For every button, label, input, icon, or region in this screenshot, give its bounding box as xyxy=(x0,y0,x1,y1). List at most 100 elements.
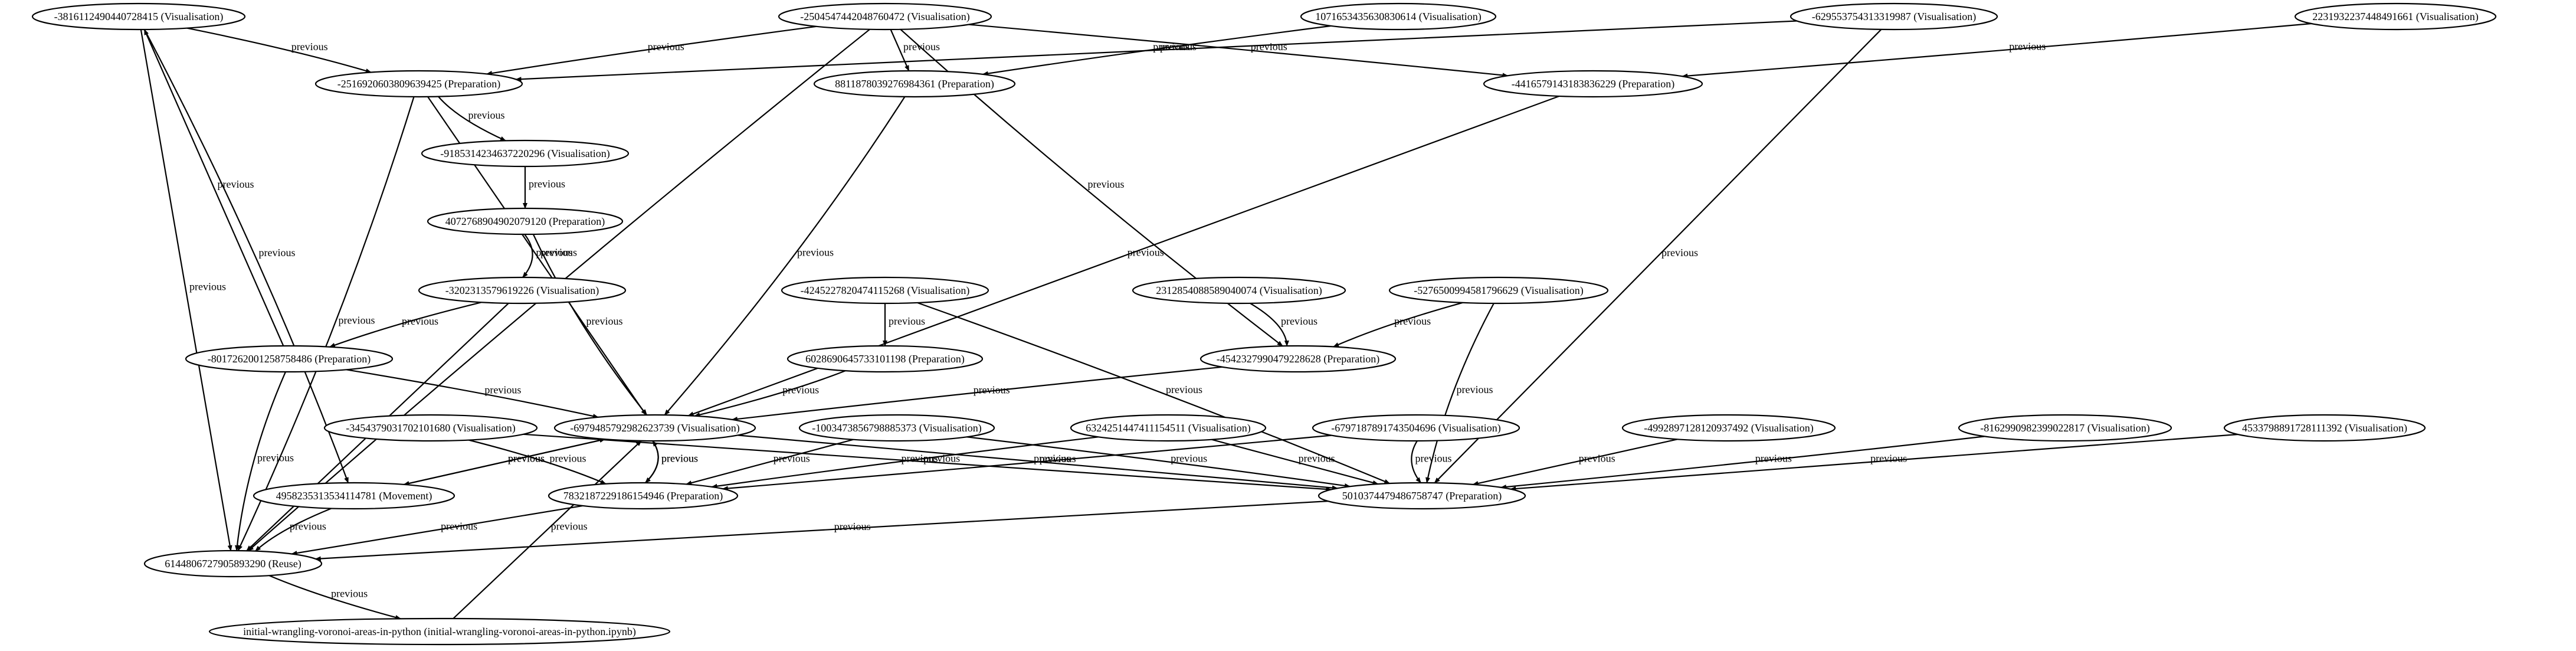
edge-n22-n27: previous xyxy=(722,434,1332,491)
edge-line xyxy=(890,29,910,71)
node-n4[interactable]: -629553754313319987 (Visualisation) xyxy=(1790,2,1998,31)
node-label: 7832187229186154946 (Preparation) xyxy=(563,490,723,502)
edge-line xyxy=(1510,433,2239,491)
node-shape xyxy=(786,345,984,373)
node-shape xyxy=(778,2,992,31)
node-n11[interactable]: -3202313579619226 (Visualisation) xyxy=(418,276,627,305)
edge-label: previous xyxy=(648,41,684,53)
edge-line xyxy=(722,434,1332,491)
edge-label: previous xyxy=(1299,452,1335,464)
node-shape xyxy=(1199,345,1397,373)
edge-n28-n29: previous xyxy=(314,500,1328,561)
node-n6[interactable]: -2516920603809639425 (Preparation) xyxy=(314,70,523,98)
node-n21[interactable]: 6324251447411154511 (Visualisation) xyxy=(1070,414,1267,442)
edge-line xyxy=(1250,302,1289,347)
edge-n2-n8: previous xyxy=(969,24,1509,78)
node-n3[interactable]: 1071653435630830614 (Visualisation) xyxy=(1300,2,1497,31)
node-n20[interactable]: -1003473856798885373 (Visualisation) xyxy=(798,414,995,442)
node-label: -3454379031702101680 (Visualisation) xyxy=(346,422,515,434)
node-label: -3816112490440728415 (Visualisation) xyxy=(54,11,224,23)
edge-n29-n30: previous xyxy=(268,575,401,620)
edge-n2-n7: previous xyxy=(890,29,940,71)
edge-n20-n27: previous xyxy=(686,439,854,485)
edge-n23-n28: previous xyxy=(1472,439,1678,486)
node-n15[interactable]: -8017262001258758486 (Preparation) xyxy=(185,345,394,373)
edge-line xyxy=(143,29,349,483)
edge-line xyxy=(453,440,642,619)
nodes-layer: -3816112490440728415 (Visualisation) -250… xyxy=(31,2,2497,646)
edge-line xyxy=(329,302,482,348)
edge-label: previous xyxy=(1870,452,1907,464)
node-n18[interactable]: -3454379031702101680 (Visualisation) xyxy=(323,414,538,442)
edge-n13-n17: previous xyxy=(1250,302,1318,347)
node-n9[interactable]: -9185314234637220296 (Visualisation) xyxy=(421,139,630,168)
node-n5[interactable]: 2231932237448491661 (Visualisation) xyxy=(2294,2,2497,31)
node-n24[interactable]: -8162990982399022817 (Visualisation) xyxy=(1958,414,2172,442)
edge-line xyxy=(1425,303,1495,483)
edge-n10-n11: previous xyxy=(522,234,573,278)
edge-line xyxy=(1411,440,1421,483)
node-n28[interactable]: 5010374479486758747 (Preparation) xyxy=(1318,482,1526,510)
node-n7[interactable]: 8811878039276984361 (Preparation) xyxy=(813,70,1016,98)
edge-label: previous xyxy=(1128,247,1164,259)
node-n1[interactable]: -3816112490440728415 (Visualisation) xyxy=(31,2,246,31)
edge-line xyxy=(711,436,1099,489)
node-label: -4245227820474115268 (Visualisation) xyxy=(801,284,970,297)
edge-line xyxy=(1434,29,1882,483)
node-n27[interactable]: 7832187229186154946 (Preparation) xyxy=(548,482,739,510)
node-n30[interactable]: initial-wrangling-voronoi-areas-in-pytho… xyxy=(208,617,671,646)
edge-line xyxy=(664,96,906,416)
node-n13[interactable]: 2312854088589040074 (Visualisation) xyxy=(1132,276,1346,305)
node-label: 1071653435630830614 (Visualisation) xyxy=(1315,11,1481,23)
edges-layer: previous previous previous previous previous… xyxy=(140,20,2312,620)
node-n14[interactable]: -5276500994581796629 (Visualisation) xyxy=(1388,276,1609,305)
edge-n16-n19: previous xyxy=(694,370,846,417)
edge-n4-n28: previous xyxy=(1434,29,1882,483)
edge-label: previous xyxy=(339,315,375,326)
node-label: 2312854088589040074 (Visualisation) xyxy=(1156,284,1322,297)
edge-label: previous xyxy=(331,588,368,600)
node-label: initial-wrangling-voronoi-areas-in-pytho… xyxy=(243,626,636,638)
node-n19[interactable]: -6979485792982623739 (Visualisation) xyxy=(553,414,756,442)
edge-n21-n28: previous xyxy=(1211,439,1379,485)
edge-label: previous xyxy=(1166,384,1202,395)
node-n26[interactable]: 4958235313534114781 (Movement) xyxy=(253,482,455,510)
node-n22[interactable]: -6797187891743504696 (Visualisation) xyxy=(1312,414,1520,442)
node-shape xyxy=(553,414,756,442)
edge-n4-n6: previous xyxy=(515,20,1797,82)
edge-n6-n19: previous xyxy=(427,96,647,416)
edge-label: previous xyxy=(1251,41,1287,53)
edge-label: previous xyxy=(1394,315,1431,327)
node-n2[interactable]: -2504547442048760472 (Visualisation) xyxy=(778,2,992,31)
node-n17[interactable]: -4542327990479228628 (Preparation) xyxy=(1199,345,1397,373)
node-n8[interactable]: -4416579143183836229 (Preparation) xyxy=(1483,70,1703,98)
node-n29[interactable]: 6144806727905893290 (Reuse) xyxy=(143,549,323,578)
edge-line xyxy=(1682,22,2312,78)
node-shape xyxy=(2223,414,2426,442)
edge-n15-n1: previous xyxy=(143,29,284,346)
edge-label: previous xyxy=(889,315,925,327)
edge-label: previous xyxy=(1040,453,1076,464)
edge-line xyxy=(522,234,533,278)
edge-line xyxy=(346,369,599,418)
node-label: -4416579143183836229 (Preparation) xyxy=(1512,78,1674,90)
node-n25[interactable]: 4533798891728111392 (Visualisation) xyxy=(2223,414,2426,442)
node-n12[interactable]: -4245227820474115268 (Visualisation) xyxy=(781,276,989,305)
node-n16[interactable]: 6028690645733101198 (Preparation) xyxy=(786,345,984,373)
edge-label: previous xyxy=(1457,384,1493,395)
edge-n1-n6: previous xyxy=(186,27,372,73)
node-shape xyxy=(1790,2,1998,31)
node-label: -6979485792982623739 (Visualisation) xyxy=(570,422,739,434)
node-shape xyxy=(323,414,538,442)
node-shape xyxy=(185,345,394,373)
edge-line xyxy=(1211,439,1379,485)
edge-n1-n26: previous xyxy=(143,29,349,483)
edge-n1-n29: previous xyxy=(140,29,232,551)
node-n10[interactable]: 4072768904902079120 (Preparation) xyxy=(427,207,624,235)
edge-line xyxy=(731,366,1223,421)
node-n23[interactable]: -4992897128120937492 (Visualisation) xyxy=(1621,414,1836,442)
node-shape xyxy=(314,70,523,98)
node-label: -2516920603809639425 (Preparation) xyxy=(337,78,500,90)
node-shape xyxy=(253,482,455,510)
node-shape xyxy=(1318,482,1526,510)
